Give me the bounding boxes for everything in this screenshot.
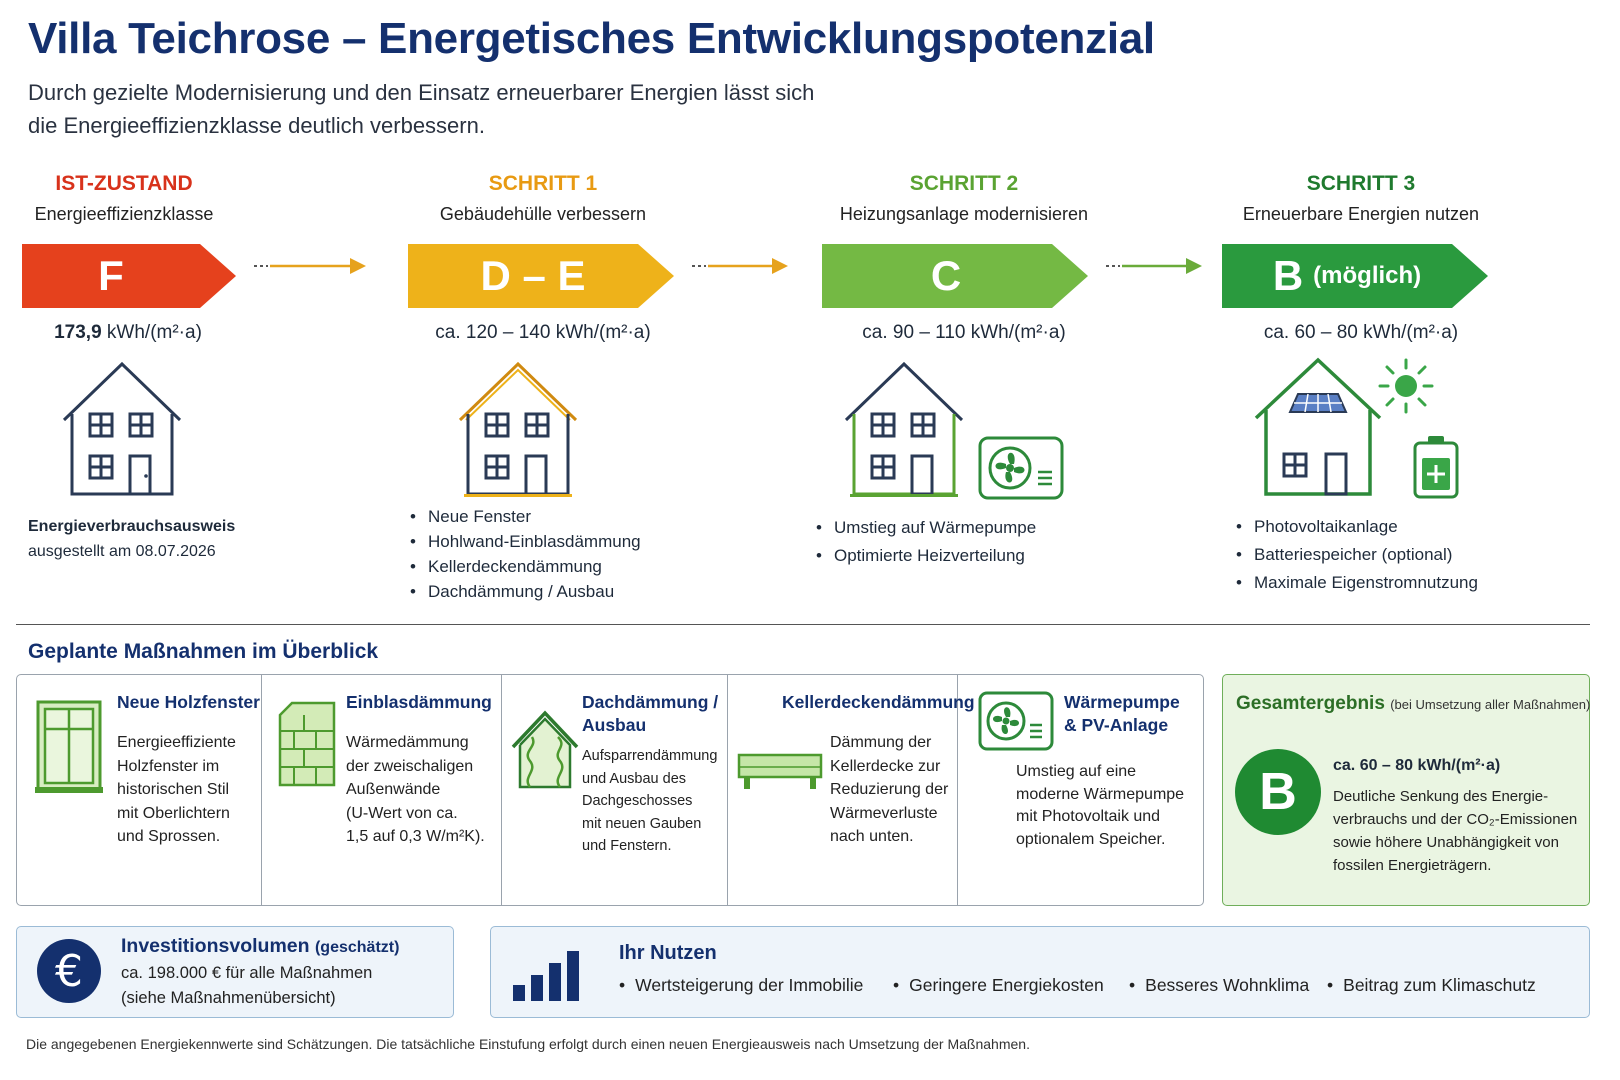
measure-heat-pump-pv: Wärmepumpe & PV-Anlage Umstieg auf eine … [958, 675, 1203, 905]
result-description: Deutliche Senkung des Energie- verbrauch… [1333, 788, 1578, 874]
bullet-item: Umstieg auf Wärmepumpe [814, 514, 1036, 542]
class-badge: C [930, 252, 962, 299]
benefits-box: Ihr Nutzen Wertsteigerung der Immobilie … [490, 926, 1590, 1018]
heat-pump-icon [978, 691, 1054, 751]
investment-title: Investitionsvolumen (geschätzt) [121, 935, 400, 957]
certificate-title: Energieverbrauchsausweis [28, 518, 236, 535]
measure-description: Dämmung der Kellerdecke zur Reduzierung … [830, 734, 949, 845]
result-class-badge: B [1235, 749, 1321, 835]
step-subtitle: Erneuerbare Energien nutzen [1242, 204, 1480, 224]
cell-divider [501, 675, 502, 905]
step-3: SCHRITT 3 Erneuerbare Energien nutzen B(… [1222, 172, 1512, 602]
euro-icon: € [37, 939, 101, 1003]
measure-description: Wärmedämmung der zweischaligen Außenwänd… [346, 734, 485, 845]
measure-heading: Wärmepumpe & PV-Anlage [1064, 692, 1180, 735]
measure-windows: Neue Holzfenster Energieeffiziente Holzf… [17, 675, 261, 905]
bar-chart-icon [513, 951, 579, 1001]
certificate-date: ausgestellt am 08.07.2026 [28, 543, 216, 560]
measure-description: Aufsparrendämmung und Ausbau des Dachges… [582, 748, 718, 854]
heat-pump-icon [978, 436, 1064, 500]
bullet-item: Maximale Eigenstromnutzung [1234, 569, 1478, 597]
energy-value: ca. 90 – 110 kWh/(m²·a) [862, 322, 1066, 343]
investment-note: (siehe Maßnahmenübersicht) [121, 989, 336, 1007]
investment-box: € Investitionsvolumen (geschätzt) ca. 19… [16, 926, 454, 1018]
house-icon [62, 361, 182, 496]
benefits-title: Ihr Nutzen [619, 942, 717, 964]
measure-basement-ceiling: Kellerdeckendämmung Dämmung der Kellerde… [728, 675, 975, 905]
bullet-item: Kellerdeckendämmung [408, 554, 641, 579]
section-divider [16, 624, 1590, 625]
step-2: SCHRITT 2 Heizungsanlage modernisieren C… [814, 172, 1094, 602]
footnote: Die angegebenen Energiekennwerte sind Sc… [26, 1036, 1030, 1052]
ceiling-insulation-icon [737, 753, 823, 789]
step-heading: SCHRITT 3 [1306, 172, 1416, 195]
benefit-item: Geringere Energiekosten [893, 975, 1104, 996]
energy-value: ca. 120 – 140 kWh/(m²·a) [435, 322, 651, 343]
house-icon [844, 361, 964, 497]
sun-icon [1378, 358, 1434, 414]
bullet-item: Optimierte Heizverteilung [814, 542, 1036, 570]
measures-overview: Neue Holzfenster Energieeffiziente Holzf… [16, 674, 1204, 906]
roof-insulation-icon [511, 710, 579, 789]
measure-heading: Dachdämmung / Ausbau [582, 692, 719, 735]
result-title: Gesamtergebnis (bei Umsetzung aller Maßn… [1236, 693, 1591, 714]
class-badge: D – E [480, 252, 586, 299]
energy-value: ca. 60 – 80 kWh/(m²·a) [1263, 322, 1459, 343]
cell-divider [727, 675, 728, 905]
measure-heading: Neue Holzfenster [117, 692, 260, 712]
intro-text: Durch gezielte Modernisierung und den Ei… [28, 80, 815, 138]
class-arrow-b [1222, 244, 1488, 308]
house-solar-icon [1254, 357, 1382, 496]
class-badge: B(möglich) [1272, 252, 1422, 299]
bullet-item: Photovoltaikanlage [1234, 513, 1478, 541]
bullet-item: Hohlwand-Einblasdämmung [408, 529, 641, 554]
energy-value: 173,9 kWh/(m²·a) [54, 322, 202, 343]
bullet-item: Neue Fenster [408, 504, 641, 529]
step-current-state: IST-ZUSTAND Energieeffizienzklasse F 173… [18, 172, 238, 602]
step-1-bullets: Neue Fenster Hohlwand-Einblasdämmung Kel… [408, 504, 641, 604]
bullet-item: Batteriespeicher (optional) [1234, 541, 1478, 569]
step-heading: SCHRITT 1 [488, 172, 598, 195]
cell-divider [957, 675, 958, 905]
step-3-bullets: Photovoltaikanlage Batteriespeicher (opt… [1234, 513, 1478, 597]
benefit-item: Wertsteigerung der Immobilie [619, 975, 863, 996]
benefit-item: Beitrag zum Klimaschutz [1327, 975, 1536, 996]
page-title: Villa Teichrose – Energetisches Entwickl… [28, 14, 1155, 63]
measure-heading: Kellerdeckendämmung [782, 692, 975, 712]
class-arrow-c [822, 244, 1088, 308]
step-subtitle: Energieeffizienzklasse [34, 204, 214, 224]
brick-wall-icon [278, 701, 336, 787]
measure-roof: Dachdämmung / Ausbau Aufsparrendämmung u… [502, 675, 727, 905]
connector-arrow-1 [254, 258, 366, 274]
measure-blown-insulation: Einblasdämmung Wärmedämmung der zweischa… [262, 675, 501, 905]
bullet-item: Dachdämmung / Ausbau [408, 579, 641, 604]
step-heading: SCHRITT 2 [909, 172, 1019, 195]
benefit-item: Besseres Wohnklima [1129, 975, 1309, 996]
house-icon [458, 361, 578, 497]
result-value: ca. 60 – 80 kWh/(m²·a) [1333, 757, 1501, 774]
step-1: SCHRITT 1 Gebäudehülle verbessern D – E … [408, 172, 678, 604]
measure-heading: Einblasdämmung [346, 692, 492, 712]
step-subtitle: Heizungsanlage modernisieren [839, 204, 1089, 224]
measure-description: Umstieg auf eine moderne Wärmepumpe mit … [1016, 763, 1185, 848]
class-badge: F [98, 252, 124, 299]
connector-arrow-3 [1106, 258, 1202, 274]
step-2-bullets: Umstieg auf Wärmepumpe Optimierte Heizve… [814, 514, 1036, 570]
step-subtitle: Gebäudehülle verbessern [439, 204, 647, 224]
battery-icon [1413, 436, 1459, 499]
overall-result: Gesamtergebnis (bei Umsetzung aller Maßn… [1222, 674, 1590, 906]
cell-divider [261, 675, 262, 905]
measure-description: Energieeffiziente Holzfenster im histori… [117, 734, 236, 845]
class-arrow-de [408, 244, 674, 308]
investment-amount: ca. 198.000 € für alle Maßnahmen [121, 964, 373, 982]
window-icon [35, 700, 103, 793]
overview-title: Geplante Maßnahmen im Überblick [28, 640, 379, 663]
step-heading: IST-ZUSTAND [55, 172, 193, 195]
class-arrow-f [22, 244, 236, 308]
connector-arrow-2 [692, 258, 788, 274]
